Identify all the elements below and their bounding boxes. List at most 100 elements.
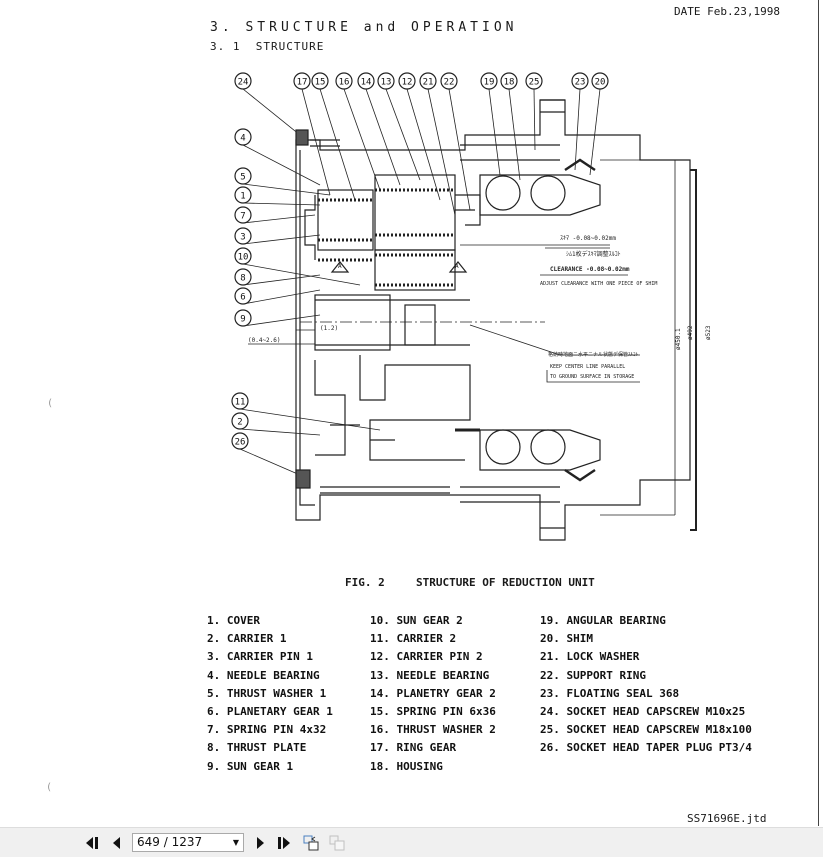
callout-number: 17 xyxy=(297,78,308,88)
callout-number: 10 xyxy=(238,253,249,263)
callout-number: 12 xyxy=(402,78,413,88)
callout-8: 8 xyxy=(234,268,321,286)
callout-5: 5 xyxy=(234,167,331,196)
callout-4: 4 xyxy=(234,128,321,186)
callout-number: 20 xyxy=(595,78,606,88)
callout-number: 1 xyxy=(240,192,245,202)
callout-circle xyxy=(234,309,252,327)
callout-13: 13 xyxy=(377,72,421,181)
parts-list-item: 5. THRUST WASHER 1 xyxy=(207,686,327,700)
parts-list-item: 25. SOCKET HEAD CAPSCREW M18x100 xyxy=(540,723,752,737)
rotate-view-button[interactable] xyxy=(302,834,320,852)
leader-line xyxy=(242,144,321,186)
callout-circle xyxy=(440,72,458,90)
callout-16: 16 xyxy=(335,72,381,191)
parts-list-item: 14. PLANETRY GEAR 2 xyxy=(370,686,496,700)
callout-circle xyxy=(234,167,252,185)
figure-title: STRUCTURE OF REDUCTION UNIT xyxy=(416,576,595,589)
next-page-icon xyxy=(257,837,264,849)
first-page-button[interactable] xyxy=(84,834,102,852)
leader-line xyxy=(343,88,381,191)
callout-number: 18 xyxy=(504,78,515,88)
callout-6: 6 xyxy=(234,287,321,305)
parts-list-item: 7. SPRING PIN 4x32 xyxy=(207,723,327,737)
leader-line xyxy=(239,448,301,476)
parts-list-item: 22. SUPPORT RING xyxy=(540,668,646,682)
callout-circle xyxy=(231,392,249,410)
previous-page-button[interactable] xyxy=(108,834,126,852)
callout-circle xyxy=(234,227,252,245)
next-page-button[interactable] xyxy=(251,834,269,852)
document-id: SS71696E.jtd xyxy=(687,812,767,825)
dual-page-button[interactable] xyxy=(328,834,346,852)
callout-11: 11 xyxy=(231,392,381,431)
callout-number: 2 xyxy=(237,418,242,428)
callout-19: 19 xyxy=(480,72,501,176)
callout-circle xyxy=(231,432,249,450)
callout-circle xyxy=(480,72,498,90)
document-page: DATE Feb.23,1998 3. STRUCTURE and OPERAT… xyxy=(46,0,819,826)
figure-number: FIG. 2 xyxy=(345,576,385,589)
leader-line xyxy=(242,274,321,286)
last-page-button[interactable] xyxy=(275,834,293,852)
callout-circle xyxy=(591,72,609,90)
callout-10: 10 xyxy=(234,247,361,286)
callout-7: 7 xyxy=(234,206,316,224)
parts-list-item: 6. PLANETARY GEAR 1 xyxy=(207,705,333,719)
leader-line xyxy=(427,88,456,216)
section-heading: 3. STRUCTURE and OPERATION xyxy=(210,20,518,35)
leader-line xyxy=(365,88,401,186)
leader-line xyxy=(319,88,356,201)
callout-number: 26 xyxy=(235,438,246,448)
callout-number: 22 xyxy=(444,78,455,88)
parts-list-item: 18. HOUSING xyxy=(370,759,443,773)
first-page-icon xyxy=(86,837,98,849)
callout-3: 3 xyxy=(234,227,321,245)
callout-26: 26 xyxy=(231,432,301,476)
keep-center-text: KEEP CENTER LINE PARALLEL xyxy=(550,364,625,370)
callout-number: 6 xyxy=(240,293,245,303)
parts-list-item: 11. CARRIER 2 xyxy=(370,632,457,646)
to-ground-text: TO GROUND SURFACE IN STORAGE xyxy=(550,374,634,380)
scan-mark: ( xyxy=(46,782,53,793)
page-number-select[interactable]: 649 / 1237 ▼ xyxy=(132,833,244,852)
callout-circle xyxy=(500,72,518,90)
callout-circle xyxy=(377,72,395,90)
callout-number: 9 xyxy=(240,315,245,325)
callout-9: 9 xyxy=(234,309,321,327)
rotate-view-icon xyxy=(303,835,319,851)
callout-circle xyxy=(335,72,353,90)
parts-list-item: 2. CARRIER 1 xyxy=(207,632,287,646)
parts-list-item: 3. CARRIER PIN 1 xyxy=(207,650,313,664)
parts-list-item: 10. SUN GEAR 2 xyxy=(370,614,463,627)
parts-list-item: 21. LOCK WASHER xyxy=(540,650,640,664)
parts-list-item: 16. THRUST WASHER 2 xyxy=(370,723,496,737)
parts-list-item: 26. SOCKET HEAD TAPER PLUG PT3/4 xyxy=(540,741,752,755)
annotation-texts: ｽｷﾏ -0.08~0.02mm ｼﾑ1枚デｽｷﾏ調整ｽﾙｺﾄ CLEARANC… xyxy=(248,235,712,380)
dimension-0-4-2-6: (0.4~2.6) xyxy=(248,337,281,344)
leader-line xyxy=(385,88,421,181)
leader-line xyxy=(589,88,601,176)
callout-number: 15 xyxy=(315,78,326,88)
document-date: DATE Feb.23,1998 xyxy=(674,5,780,18)
callout-number: 8 xyxy=(240,274,245,284)
section-mark-right: A xyxy=(455,263,459,270)
diameter-492: ø492 xyxy=(687,325,694,340)
callout-18: 18 xyxy=(500,72,521,181)
callout-number: 25 xyxy=(529,78,540,88)
diameter-450: ø450.1 xyxy=(675,328,682,350)
leader-line xyxy=(242,234,321,245)
clearance-text: CLEARANCE -0.08~0.02mm xyxy=(550,266,630,273)
clearance-jp-text: ｽｷﾏ -0.08~0.02mm xyxy=(560,235,616,242)
callout-circle xyxy=(234,72,252,90)
dual-page-icon xyxy=(329,835,345,851)
callout-2: 2 xyxy=(231,412,321,436)
callout-1: 1 xyxy=(234,186,321,206)
subsection-heading: 3. 1 STRUCTURE xyxy=(210,40,325,53)
callout-circle xyxy=(419,72,437,90)
callout-number: 4 xyxy=(240,134,245,144)
parts-list-item: 13. NEEDLE BEARING xyxy=(370,668,490,682)
callout-number: 13 xyxy=(381,78,392,88)
